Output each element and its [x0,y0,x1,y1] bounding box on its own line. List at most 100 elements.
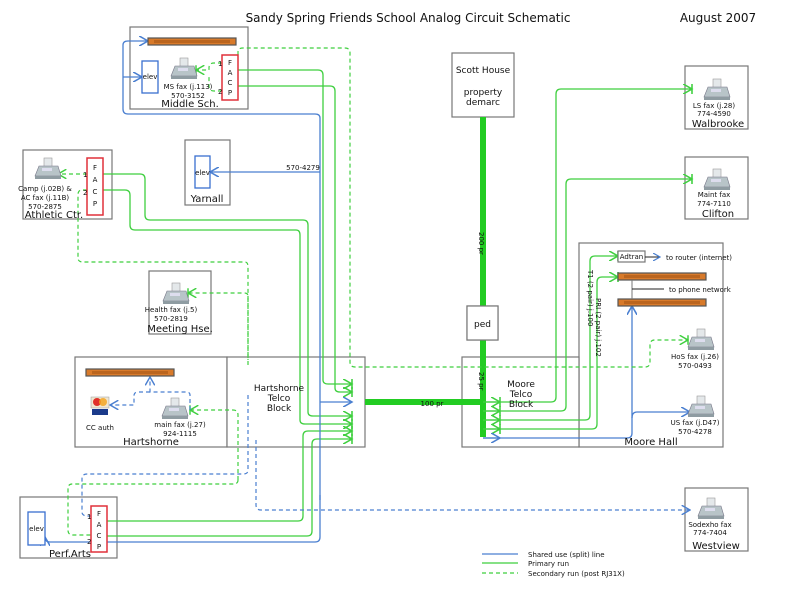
building-name: Middle Sch. [161,99,219,110]
elev-label: elev [195,169,210,177]
svg-text:2: 2 [87,538,91,546]
svg-text:1: 1 [83,171,87,179]
primary-run-athletic-2 [103,189,352,424]
fax-number: 774-7110 [697,200,731,208]
fax-number: 570-3152 [171,92,205,100]
legend-label-primary: Primary run [528,560,569,568]
fax-label: LS fax (j.28) [693,102,735,110]
svg-text:F: F [228,59,232,67]
svg-text:A: A [97,521,102,529]
middle-school-elevator [141,60,159,94]
fax-number: 570-2819 [154,315,188,323]
svg-text:A: A [93,176,98,184]
shared-line-moore-device [483,306,632,439]
secondary-run-hos-fax [237,47,688,368]
perf-arts-elevator [27,511,46,546]
svg-text:P: P [228,89,232,97]
moore-telco-arrows [483,402,500,429]
primary-run-perfarts-1 [107,431,352,522]
primary-run-middle-2 [238,85,352,392]
cable-label-25pr: 25 pr [477,372,485,391]
telco-block-label: Telco [509,390,533,400]
moore-phone-switch-1 [617,272,707,281]
fax-number: 774-4590 [697,110,731,118]
primary-run-athletic-1 [103,173,352,416]
legend-label-secondary: Secondary run (post RJ31X) [528,570,625,578]
fax-label: Sodexho fax [688,521,731,529]
telco-block-label: Telco [267,394,291,404]
svg-text:1: 1 [218,60,222,68]
secondary-run-athletic-loop [77,189,249,360]
fax-label: Camp (j.02B) & [18,185,72,193]
fax-label: Health fax (j.5) [145,306,198,314]
pri-label: PRI (2 pair) j.102 [594,298,602,357]
primary-run-clifton [483,179,692,412]
diagram-title: Sandy Spring Friends School Analog Circu… [246,11,571,25]
to-phone-network-label: to phone network [669,286,732,294]
telco-block-label: Block [509,400,534,410]
svg-text:C: C [97,532,102,540]
diagram-date: August 2007 [680,11,756,25]
yarnall-elevator [194,155,211,189]
adtran-label: Adtran [620,253,643,261]
fax-number: 924-1115 [163,430,197,438]
svg-text:A: A [228,69,233,77]
fax-label: HoS fax (j.26) [671,353,719,361]
fax-label: MS fax (j.113) [164,83,213,91]
telco-block-label: Block [267,404,292,414]
building-name: Meeting Hse. [147,324,213,335]
telco-block-label: Moore [507,380,535,390]
scott-house-label: Scott House [456,66,511,76]
ped-label: ped [474,320,491,330]
line-number: 570-4279 [286,164,320,172]
secondary-run-ms-fax [196,62,222,70]
legend-label-shared: Shared use (split) line [528,551,605,559]
elev-label: elev [143,73,158,81]
building-name: Hartshorne [123,437,179,448]
split-line-hartshorne-device [150,377,191,410]
building-name: Moore Hall [624,437,677,448]
westview-box [684,487,749,552]
svg-text:C: C [93,188,98,196]
secondary-run-ms-facp-loop [208,75,222,92]
perf-arts-facp: F A C P 1 2 [87,505,108,553]
credit-card-icon [90,396,110,415]
fax-number: 774-7404 [693,529,727,537]
svg-text:F: F [93,164,97,172]
split-line-westview [255,440,690,510]
building-name: Yarnall [190,194,224,205]
svg-text:2: 2 [83,189,87,197]
primary-run-middle-1 [238,69,352,384]
secondary-run-health-fax [188,293,249,365]
fax-number: 570-2875 [28,203,62,211]
middle-school-phone-switch [147,37,237,46]
demarc-label: property [464,88,503,98]
split-line-perfarts-facp [81,395,249,517]
cable-label-200pr: 200 pr [477,232,485,255]
building-name: Athletic Ctr. [25,210,84,221]
shared-line-us-fax [631,412,690,419]
primary-run-pri [483,277,618,430]
legend: Shared use (split) line Primary run Seco… [482,551,625,578]
primary-run-t1 [483,256,618,421]
svg-text:2: 2 [218,88,222,96]
cable-label-100pr: 100 pr [421,400,444,408]
to-router-label: to router (internet) [666,254,732,262]
svg-text:P: P [93,200,97,208]
ped-box-overlay [466,305,499,341]
building-name: Westview [692,541,740,552]
fax-label: Maint fax [698,191,731,199]
hartshorne-phone-switch [85,368,175,377]
building-name: Perf.Arts [49,549,91,560]
demarc-label: demarc [466,98,500,108]
svg-text:C: C [228,79,233,87]
fax-label: US fax (j.D47) [671,419,720,427]
shared-line-middle-device [122,41,321,500]
secondary-run-perfarts-loop [67,479,239,536]
primary-run-perfarts-2 [107,439,352,537]
building-name: Clifton [702,209,734,220]
building-name: Walbrooke [692,119,744,130]
fax-number: 570-4278 [678,428,712,436]
